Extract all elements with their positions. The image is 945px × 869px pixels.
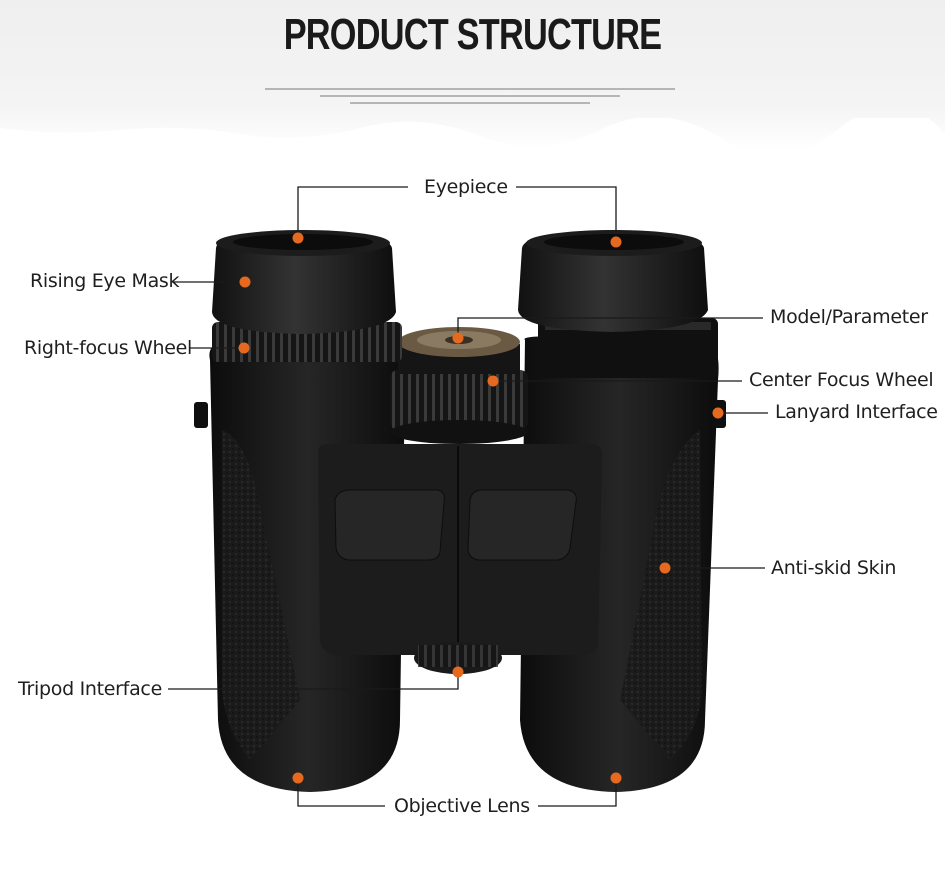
label-model-parameter: Model/Parameter [770,306,928,328]
lanyard-interface-marker [712,407,724,419]
eyepiece-leader [297,186,408,238]
rising-eye-mask-marker [239,276,251,288]
label-objective-lens: Objective Lens [394,795,530,817]
left-eyecup [212,230,396,334]
label-center-focus-wheel: Center Focus Wheel [749,369,934,391]
right-focus-ring [212,322,402,362]
label-lanyard-interface: Lanyard Interface [775,401,938,423]
eyepiece-right-marker [610,236,622,248]
header-banner [0,0,945,150]
objective-lens-leader-right [538,778,617,807]
center-focus-wheel-marker [487,375,499,387]
subtitle-fine-print [260,88,680,118]
objective-lens-right-marker [610,772,622,784]
model-parameter-leader [457,317,763,338]
tripod-interface-leader [168,672,459,690]
label-anti-skid-skin: Anti-skid Skin [771,557,897,579]
label-right-focus-wheel: Right-focus Wheel [24,337,193,359]
page-title: PRODUCT STRUCTURE [283,10,662,59]
label-rising-eye-mask: Rising Eye Mask [30,270,180,292]
right-eyecup [518,230,708,332]
eyepiece-leader-right [516,186,617,242]
right-focus-wheel-marker [238,342,250,354]
banner-torn-edge [0,118,945,158]
objective-lens-left-marker [292,772,304,784]
right-grip-texture [620,430,702,760]
left-grip-texture [222,430,300,760]
objective-lens-leader [297,778,385,807]
eyepiece-left-marker [292,232,304,244]
model-parameter-marker [452,332,464,344]
label-eyepiece: Eyepiece [424,176,508,198]
anti-skid-skin-marker [659,562,671,574]
tripod-interface-marker [452,666,464,678]
label-tripod-interface: Tripod Interface [18,678,162,700]
